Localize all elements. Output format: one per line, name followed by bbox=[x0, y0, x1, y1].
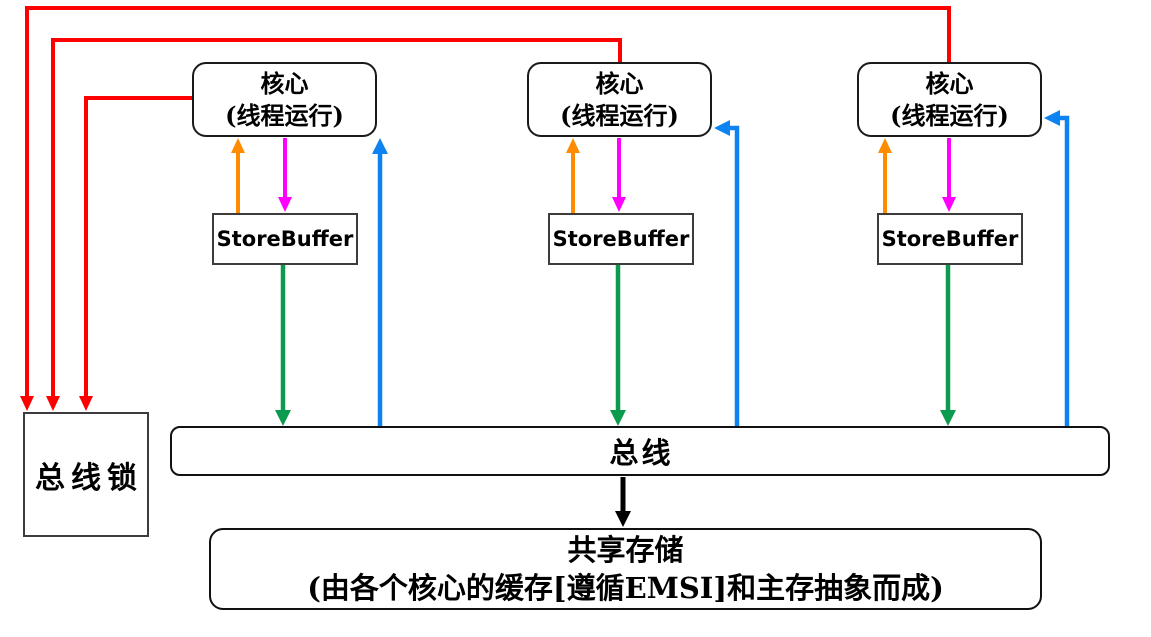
core-label-line1: 核心 bbox=[595, 69, 644, 99]
bus-lock-box: 总线锁 bbox=[23, 412, 149, 537]
edge-core1-to-sb1 bbox=[278, 138, 292, 212]
edge-sb2-to-bus bbox=[610, 265, 626, 426]
edge-bus-to-core3 bbox=[1044, 110, 1070, 426]
edge-core3-to-sb3 bbox=[942, 138, 956, 212]
store-buffer-label: StoreBuffer bbox=[881, 227, 1019, 251]
store-buffer-box-2: StoreBuffer bbox=[548, 213, 694, 265]
shared-memory-subtitle: (由各个核心的缓存[遵循EMSI]和主存抽象而成) bbox=[307, 571, 944, 605]
edge-bus-to-shared-memory bbox=[615, 477, 631, 527]
core-label-line1: 核心 bbox=[260, 69, 309, 99]
shared-memory-title: 共享存储 bbox=[567, 532, 684, 567]
core-label-line2: (线程运行) bbox=[560, 100, 679, 130]
core-box-2: 核心 (线程运行) bbox=[527, 62, 712, 137]
edge-core2-to-sb2 bbox=[612, 138, 626, 212]
bus-lock-label: 总线锁 bbox=[35, 460, 143, 496]
shared-memory-box: 共享存储 (由各个核心的缓存[遵循EMSI]和主存抽象而成) bbox=[209, 528, 1042, 610]
edge-core1-to-buslock bbox=[79, 96, 192, 411]
edge-sb3-to-bus bbox=[940, 265, 956, 426]
core-label-line1: 核心 bbox=[925, 69, 974, 99]
bus-box: 总线 bbox=[170, 426, 1110, 476]
edge-sb3-to-core3 bbox=[878, 138, 892, 213]
edge-sb1-to-bus bbox=[275, 265, 291, 426]
core-label-line2: (线程运行) bbox=[890, 100, 1009, 130]
core-box-3: 核心 (线程运行) bbox=[857, 62, 1042, 137]
store-buffer-box-1: StoreBuffer bbox=[212, 213, 358, 265]
edge-bus-to-core2 bbox=[714, 120, 740, 426]
bus-label: 总线 bbox=[609, 436, 674, 470]
edge-sb1-to-core1 bbox=[231, 138, 245, 213]
core-box-1: 核心 (线程运行) bbox=[192, 62, 377, 137]
core-label-line2: (线程运行) bbox=[225, 100, 344, 130]
store-buffer-box-3: StoreBuffer bbox=[877, 213, 1023, 265]
edge-sb2-to-core2 bbox=[566, 138, 580, 213]
store-buffer-label: StoreBuffer bbox=[552, 227, 690, 251]
edge-bus-to-core1 bbox=[372, 138, 388, 426]
store-buffer-label: StoreBuffer bbox=[216, 227, 354, 251]
edge-core3-to-buslock bbox=[20, 6, 951, 411]
